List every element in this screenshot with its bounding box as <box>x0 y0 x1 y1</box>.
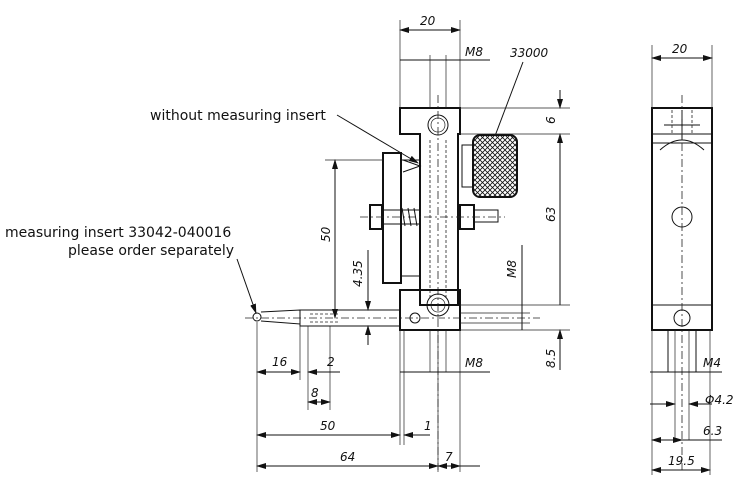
front-view <box>245 95 540 470</box>
dim-height: 63 <box>544 207 558 222</box>
annotations: without measuring insert measuring inser… <box>5 108 419 314</box>
note-without-insert: without measuring insert <box>150 108 326 124</box>
part-number-label: 33000 <box>510 46 549 60</box>
dim-m4: M4 <box>703 356 721 370</box>
dim-side-thread: M8 <box>505 260 519 278</box>
dim-195: 19.5 <box>668 454 695 468</box>
side-dimensions: 20 M4 Φ4.2 6.3 19.5 <box>650 42 734 475</box>
bottom-screw <box>426 293 450 317</box>
main-body <box>399 107 461 306</box>
knurled-knob <box>472 134 518 198</box>
dim-side-width: 20 <box>672 42 688 56</box>
dim-50: 50 <box>320 419 336 433</box>
dim-1: 1 <box>424 419 432 433</box>
dim-dia42: Φ4.2 <box>705 393 734 407</box>
dim-top-offset: 6 <box>544 116 558 124</box>
dim-7: 7 <box>445 450 453 464</box>
side-view <box>651 95 713 470</box>
front-dimensions: 20 M8 33000 6 63 8.5 M8 50 4.35 <box>256 14 570 472</box>
dim-bottom-thread: M8 <box>465 356 483 370</box>
dim-bottom-offset: 8.5 <box>544 349 558 368</box>
note-insert-line1: measuring insert 33042-040016 <box>5 225 231 241</box>
dim-top-thread: M8 <box>465 45 483 59</box>
dim-8: 8 <box>311 386 319 400</box>
dim-64: 64 <box>340 450 355 464</box>
dim-height-50: 50 <box>319 226 333 242</box>
dim-2: 2 <box>327 355 335 369</box>
note-insert-line2: please order separately <box>68 243 234 259</box>
dim-16: 16 <box>272 355 288 369</box>
dim-height-435: 4.35 <box>351 260 365 287</box>
dim-top-width: 20 <box>420 14 436 28</box>
dim-63: 6.3 <box>703 424 722 438</box>
arm-plate <box>382 152 402 284</box>
